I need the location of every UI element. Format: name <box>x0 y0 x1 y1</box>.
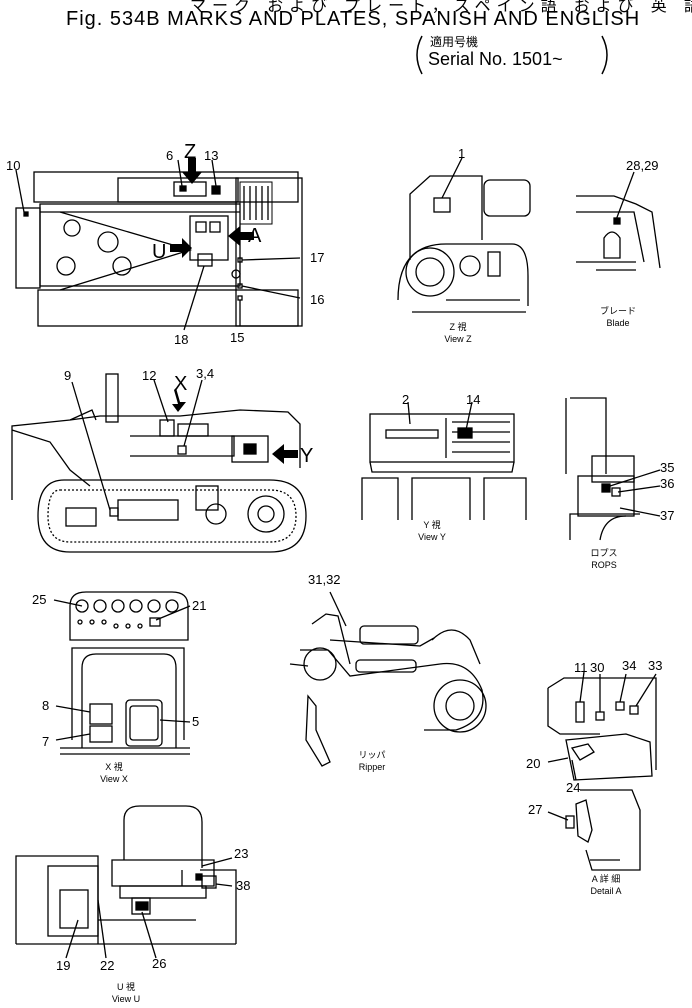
arrow-letter-u: U <box>152 241 166 263</box>
callout-26: 26 <box>152 956 166 971</box>
callout-10: 10 <box>6 158 20 173</box>
callout-23: 23 <box>234 846 248 861</box>
view-z-drawing <box>397 157 531 313</box>
ripper-caption: Ripper <box>359 762 386 772</box>
callout-16: 16 <box>310 292 324 307</box>
view-x-caption-ja: X 視 <box>105 761 123 772</box>
blade-drawing <box>576 171 661 271</box>
callout-14: 14 <box>466 392 480 407</box>
ripper-caption-ja: リッパ <box>358 750 385 760</box>
callout-22: 22 <box>100 958 114 973</box>
callout-31-32: 31,32 <box>308 572 341 587</box>
rops-caption: ROPS <box>591 560 617 570</box>
callout-30: 30 <box>590 660 604 675</box>
callout-7: 7 <box>42 734 49 749</box>
arrow-letter-y: Y <box>300 445 313 467</box>
callout-34: 34 <box>622 658 636 673</box>
callout-3-4: 3,4 <box>196 366 214 381</box>
callout-38: 38 <box>236 878 250 893</box>
callout-2: 2 <box>402 392 409 407</box>
callout-17: 17 <box>310 250 324 265</box>
arrow-letter-z: Z <box>184 141 196 163</box>
serial-number: Serial No. 1501~ <box>428 49 563 69</box>
callout-11: 11 <box>574 660 588 675</box>
callout-20: 20 <box>526 756 540 771</box>
view-u-drawing <box>15 805 237 959</box>
callout-19: 19 <box>56 958 70 973</box>
callout-28-29: 28,29 <box>626 158 659 173</box>
rops-drawing <box>565 397 661 541</box>
callout-35: 35 <box>660 460 674 475</box>
detail-a-caption: Detail A <box>590 886 621 896</box>
detail-a-caption-ja: A 詳 細 <box>592 873 621 884</box>
callout-5: 5 <box>192 714 199 729</box>
callout-21: 21 <box>192 598 206 613</box>
callout-15: 15 <box>230 330 244 345</box>
callout-8: 8 <box>42 698 49 713</box>
rops-caption-ja: ロプス <box>590 548 617 558</box>
callout-18: 18 <box>174 332 188 347</box>
blade-caption: Blade <box>606 318 629 328</box>
view-x-drawing <box>53 591 191 755</box>
view-y-caption: View Y <box>418 532 446 542</box>
view-z-caption: View Z <box>444 334 472 344</box>
side-view-drawing <box>11 373 307 553</box>
top-view-drawing <box>15 158 303 331</box>
arrow-letter-a: A <box>248 225 262 247</box>
callout-24: 24 <box>566 780 580 795</box>
view-z-caption-ja: Z 視 <box>450 321 467 332</box>
callout-27: 27 <box>528 802 542 817</box>
callout-37: 37 <box>660 508 674 523</box>
view-u-caption-ja: U 視 <box>117 981 135 992</box>
view-x-caption: View X <box>100 774 128 784</box>
title-japanese: マーク および プレート，スペイン語 および 英 語 <box>190 0 692 15</box>
blade-caption-ja: ブレード <box>600 305 636 316</box>
serial-bracket <box>416 35 608 75</box>
callout-33: 33 <box>648 658 662 673</box>
callout-1: 1 <box>458 146 465 161</box>
callout-6: 6 <box>166 148 173 163</box>
callout-12: 12 <box>142 368 156 383</box>
arrow-letter-x: X <box>174 373 187 395</box>
figure-title: Fig. 534B MARKS AND PLATES, SPANISH AND … <box>66 8 641 30</box>
callout-9: 9 <box>64 368 71 383</box>
callout-13: 13 <box>204 148 218 163</box>
ripper-drawing <box>289 591 487 767</box>
view-u-caption: View U <box>112 994 140 1004</box>
view-y-caption-ja: Y 視 <box>423 519 440 530</box>
callout-25: 25 <box>32 592 46 607</box>
view-y-drawing <box>361 401 527 520</box>
callout-36: 36 <box>660 476 674 491</box>
detail-a-drawing <box>547 671 657 871</box>
serial-label-japanese: 適用号機 <box>430 35 479 49</box>
